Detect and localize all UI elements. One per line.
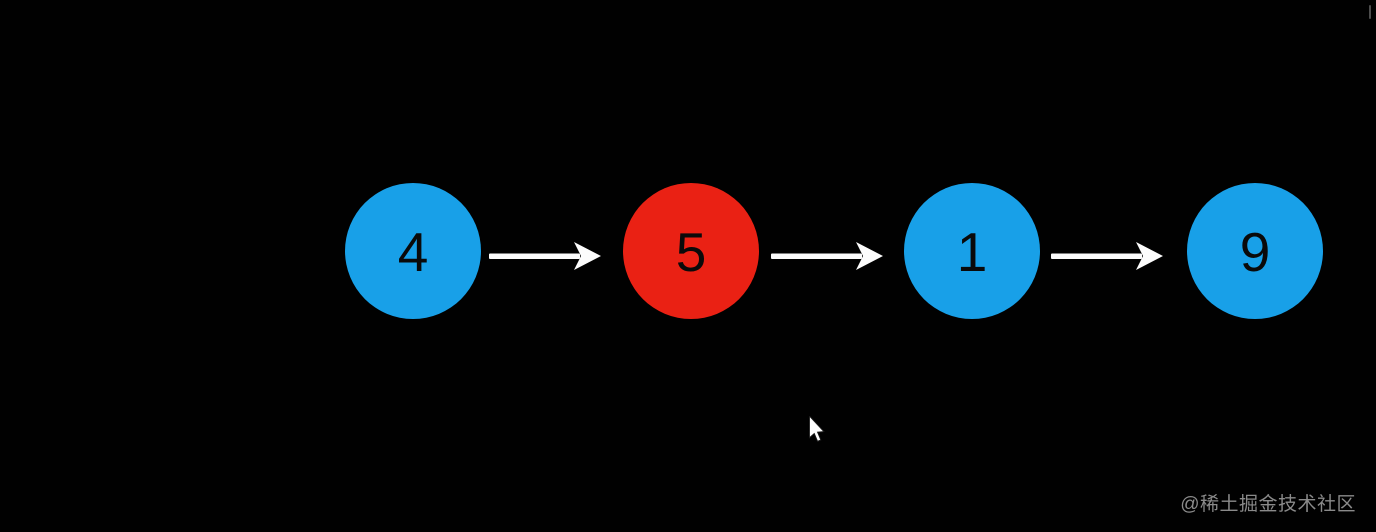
list-node-4: 4 [345, 183, 481, 319]
mouse-cursor-icon [808, 416, 825, 442]
arrow-shaft [489, 253, 580, 259]
arrow-shaft [1051, 253, 1142, 259]
node-value: 1 [956, 220, 988, 283]
node-value: 4 [397, 220, 429, 283]
list-node-1: 1 [904, 183, 1040, 319]
arrow-1-to-9-icon [1051, 242, 1163, 270]
watermark-text: @稀土掘金技术社区 [1180, 494, 1356, 515]
node-value: 5 [675, 220, 707, 283]
list-node-9: 9 [1187, 183, 1323, 319]
arrow-head [856, 242, 883, 270]
arrow-head [574, 242, 601, 270]
arrow-head [1136, 242, 1163, 270]
node-value: 9 [1239, 220, 1271, 283]
list-node-5-highlighted: 5 [623, 183, 759, 319]
arrow-4-to-5-icon [489, 242, 601, 270]
arrow-shaft [771, 253, 862, 259]
arrow-5-to-1-icon [771, 242, 883, 270]
scrollbar-thumb[interactable] [1369, 5, 1371, 19]
